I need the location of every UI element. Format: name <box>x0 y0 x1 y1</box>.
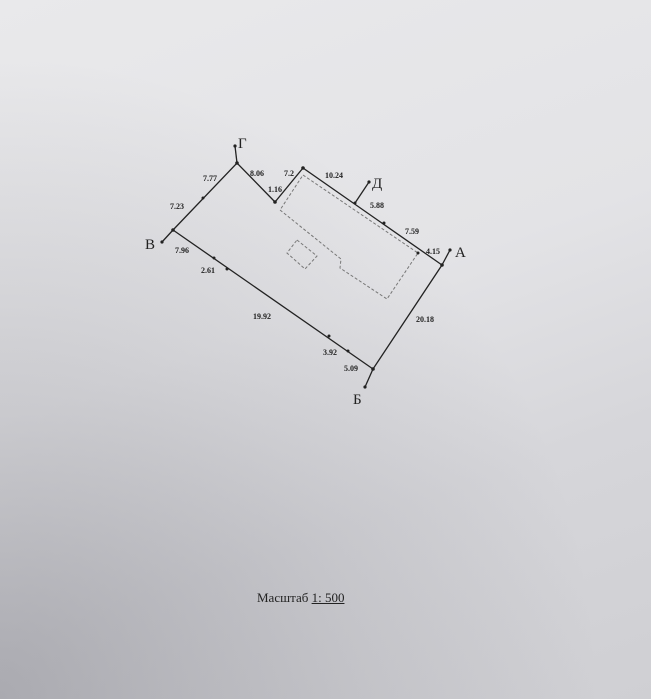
pointer-a <box>441 249 451 266</box>
outbuilding-outline <box>286 239 318 270</box>
vertex <box>440 263 444 267</box>
length-label: 19.92 <box>253 312 271 321</box>
pointer-tip <box>363 385 367 389</box>
point-label-g: Г <box>238 136 247 152</box>
length-label: 7.2 <box>284 169 294 178</box>
length-label: 5.88 <box>370 201 384 210</box>
pointer-g <box>234 145 238 164</box>
vertex <box>201 196 205 200</box>
scale-caption: Масштаб 1: 500 <box>257 590 344 606</box>
vertex <box>371 367 375 371</box>
length-label: 7.23 <box>170 202 184 211</box>
pointer-tip <box>448 248 452 252</box>
vertex <box>346 349 350 353</box>
pointer-v <box>161 229 174 243</box>
vertex <box>382 221 386 225</box>
vertex <box>235 161 239 165</box>
length-label: 7.59 <box>405 227 419 236</box>
length-label: 7.77 <box>203 174 217 183</box>
scale-value: 1: 500 <box>311 590 345 605</box>
point-label-d: Д <box>372 176 382 192</box>
building-outline <box>279 174 419 300</box>
length-label: 5.09 <box>344 364 358 373</box>
vertex <box>273 200 277 204</box>
vertex <box>301 166 305 170</box>
length-label: 1.16 <box>268 185 282 194</box>
point-label-b: Б <box>353 392 362 408</box>
length-label: 2.61 <box>201 266 215 275</box>
length-label: 3.92 <box>323 348 337 357</box>
vertex <box>225 267 229 271</box>
length-label: 20.18 <box>416 315 434 324</box>
vertex <box>416 251 420 255</box>
length-label: 10.24 <box>325 171 343 180</box>
point-label-v: В <box>145 237 155 253</box>
length-label: 4.15 <box>426 247 440 256</box>
vertex <box>212 256 216 260</box>
scale-label: Масштаб <box>257 590 309 605</box>
vertex <box>327 334 331 338</box>
pointer-tip <box>160 240 164 244</box>
length-label: 8.06 <box>250 169 264 178</box>
vertex <box>171 228 175 232</box>
point-label-a: А <box>455 245 466 261</box>
pointer-tip <box>367 180 371 184</box>
pointer-d <box>354 181 370 204</box>
pointer-b <box>364 368 374 388</box>
pointer-tip <box>233 144 237 148</box>
length-label: 7.96 <box>175 246 189 255</box>
vertex <box>353 201 357 205</box>
